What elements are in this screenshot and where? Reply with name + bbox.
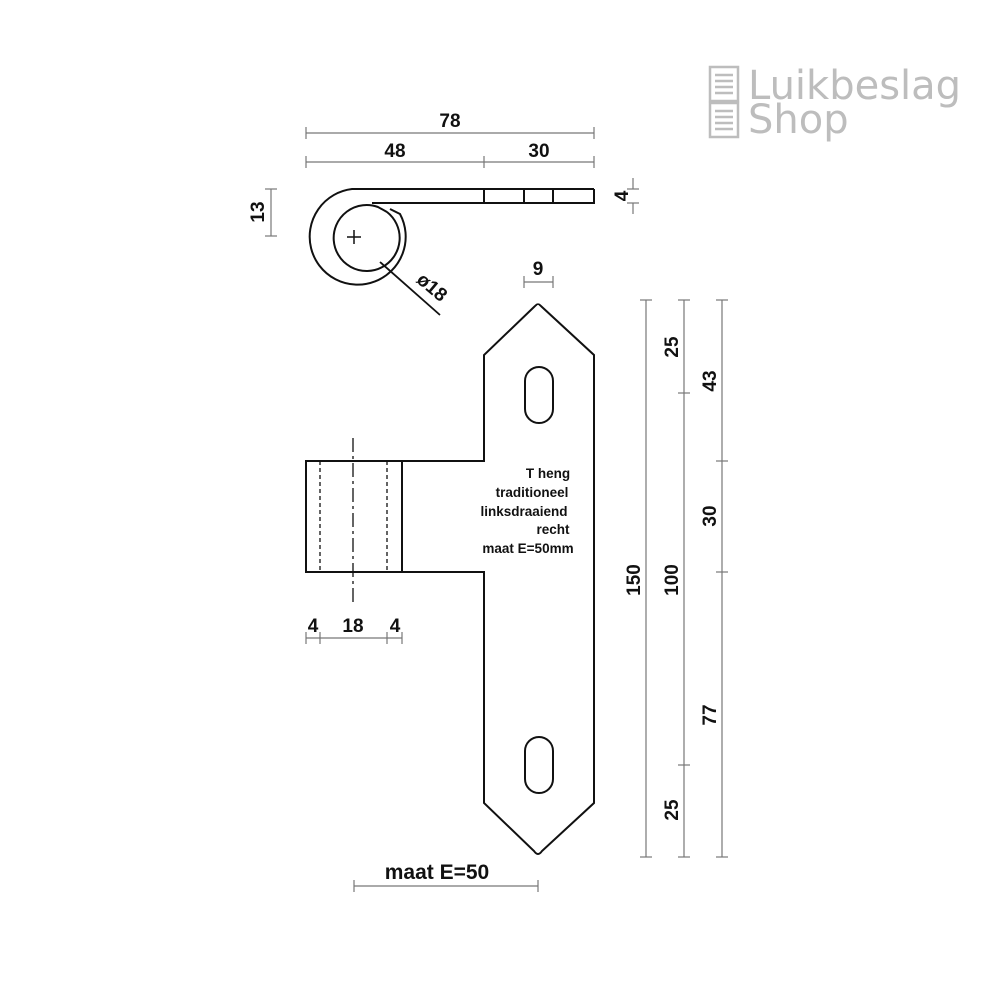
dim-maat: maat E=50 <box>385 861 490 884</box>
plate-outline <box>305 303 595 855</box>
dim-78: 78 <box>439 111 460 132</box>
logo: Luikbeslag Shop <box>708 63 961 143</box>
strap-outline <box>308 188 594 286</box>
dim-43: 43 <box>700 370 721 391</box>
dim-wall-right: 4 <box>390 616 401 637</box>
dim-25-top: 25 <box>662 336 683 358</box>
dim-100: 100 <box>662 564 683 596</box>
dim-25-bottom: 25 <box>662 799 683 821</box>
svg-text:recht: recht <box>536 522 570 537</box>
dim-13: 13 <box>248 201 269 222</box>
center-mark-icon <box>347 230 361 244</box>
svg-text:T heng: T heng <box>526 466 570 481</box>
slot-top <box>524 366 554 424</box>
dim-bore: 18 <box>342 616 363 637</box>
top-view: 78 48 30 13 4 ø18 <box>248 111 639 316</box>
slot-bottom <box>524 736 554 794</box>
dim-48: 48 <box>384 141 405 162</box>
logo-text-1: Luikbeslag <box>748 63 961 109</box>
svg-text:traditioneel: traditioneel <box>496 485 569 500</box>
logo-text-2: Shop <box>748 97 849 143</box>
dim-150: 150 <box>624 564 645 596</box>
dim-4: 4 <box>612 190 633 201</box>
dim-9: 9 <box>533 259 544 280</box>
front-view: T heng traditioneel linksdraaiend recht … <box>305 259 728 892</box>
svg-text:linksdraaiend: linksdraaiend <box>480 504 567 519</box>
note: T heng traditioneel linksdraaiend recht … <box>480 466 573 556</box>
dim-77: 77 <box>700 704 721 725</box>
dim-30: 30 <box>528 141 549 162</box>
dim-diameter: ø18 <box>412 269 451 306</box>
dim-wall-left: 4 <box>308 616 319 637</box>
logo-icon <box>708 65 740 139</box>
dim-30-vert: 30 <box>700 505 721 526</box>
svg-text:maat E=50mm: maat E=50mm <box>482 541 573 556</box>
